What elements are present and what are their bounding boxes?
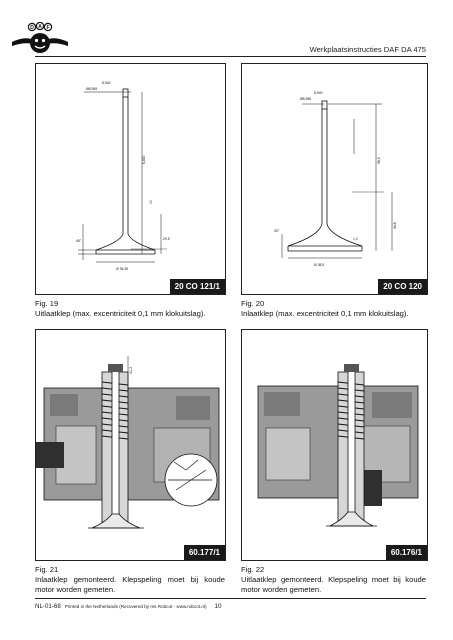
footer-printed-note: Printed in the Netherlands (Recovered by…: [64, 604, 207, 609]
figure-20-number: Fig. 20: [241, 299, 265, 308]
figure-19-number: Fig. 19: [35, 299, 59, 308]
footer-code: NL-01-68: [35, 603, 61, 610]
figure-19-caption: Fig. 19 Uitlaatklep (max. excentriciteit…: [35, 299, 225, 319]
fig19-dim-stem-diameter: Ø8,955: [86, 87, 97, 91]
fig19-dim-angle: 45°: [76, 239, 82, 243]
figure-20-text: Inlaatklep (max. excentriciteit 0,1 mm k…: [241, 309, 409, 318]
figure-19-text: Uitlaatklep (max. excentriciteit 0,1 mm …: [35, 309, 206, 318]
fig20-dim-seat: 1,2: [353, 237, 358, 241]
header-divider: [35, 56, 426, 57]
figure-19-tag: 20 CO 121/1: [169, 279, 225, 294]
figure-21-tag: 60.177/1: [183, 545, 225, 560]
page-header-title: Werkplaatsinstructies DAF DA 475: [309, 45, 426, 54]
figure-20-tag: 20 CO 120: [378, 279, 427, 294]
figure-21-text: Inlaatklep gemonteerd. Klepspeling moet …: [35, 575, 225, 594]
fig19-dim-stem-tolerance: 8,940: [102, 81, 111, 85]
figure-21-number: Fig. 21: [35, 565, 59, 574]
logo-letter-f: F: [46, 25, 49, 31]
daf-logo: D A F: [10, 21, 70, 58]
fig19-dim-length: 6,830: [142, 155, 146, 164]
fig20-dim-44-8: 44,8: [393, 222, 397, 229]
figure-22-tag: 60.176/1: [385, 545, 427, 560]
figure-22-drawing: 60.176/1: [241, 329, 428, 561]
figure-22-number: Fig. 22: [241, 565, 265, 574]
fig20-dim-angle: 30°: [274, 229, 280, 233]
figure-21-caption: Fig. 21 Inlaatklep gemonteerd. Klepspeli…: [35, 565, 225, 595]
footer-divider: [35, 598, 426, 599]
figure-20-drawing: Ø8,955 8,940 98,5 44,8 1,2 30° Ø 38,5 20…: [241, 63, 428, 295]
fig19-dim-seat: 29,5: [163, 237, 170, 241]
figure-19-drawing: Ø8,955 8,940 6,830 10 45° 29,5 Ø 36,35 2…: [35, 63, 226, 295]
fig20-dim-head-diameter: Ø 38,5: [314, 263, 324, 267]
fig20-dim-stem-diameter: Ø8,955: [300, 97, 311, 101]
logo-letter-a: A: [38, 24, 42, 30]
fig19-dim-head-diameter: Ø 36,35: [116, 267, 128, 271]
page-number: 10: [214, 603, 222, 610]
fig21-dim-spring-height: 41,2: [129, 367, 133, 374]
fig20-dim-length: 98,5: [377, 157, 381, 164]
figure-20-caption: Fig. 20 Inlaatklep (max. excentriciteit …: [241, 299, 426, 319]
figure-22-caption: Fig. 22 Uitlaatklep gemonteerd. Klepspel…: [241, 565, 426, 595]
fig19-dim-10: 10: [149, 200, 153, 204]
fig20-dim-stem-tolerance: 8,940: [314, 91, 323, 95]
figure-22-text: Uitlaatklep gemonteerd. Klepspeling moet…: [241, 575, 426, 594]
figure-21-drawing: 41,2 60.177/1: [35, 329, 226, 561]
logo-letter-d: D: [30, 25, 34, 31]
